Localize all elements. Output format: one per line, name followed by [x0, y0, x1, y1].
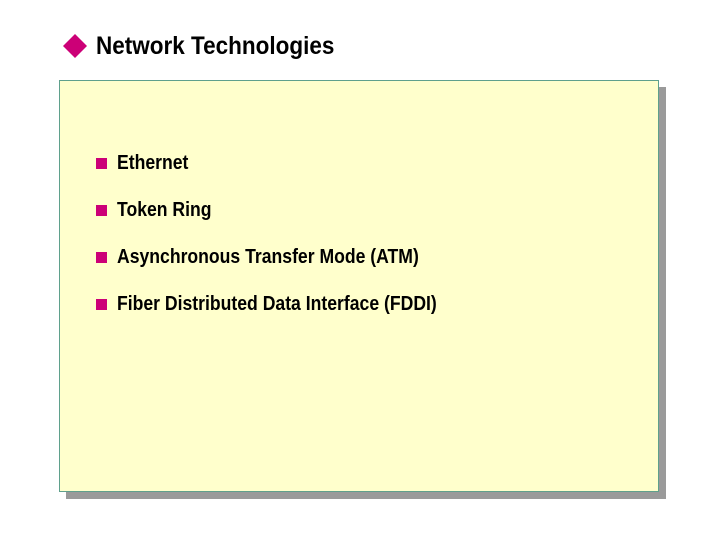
bullet-label: Fiber Distributed Data Interface (FDDI) — [117, 292, 437, 315]
square-bullet-icon — [96, 298, 107, 310]
square-bullet-icon — [96, 204, 107, 216]
bullet-label: Asynchronous Transfer Mode (ATM) — [117, 245, 419, 268]
content-panel: Ethernet Token Ring Asynchronous Transfe… — [59, 80, 659, 492]
slide-title-row: Network Technologies — [60, 28, 361, 64]
bullet-label: Token Ring — [117, 198, 212, 221]
bullet-item-atm: Asynchronous Transfer Mode (ATM) — [96, 245, 480, 269]
square-bullet-icon — [96, 251, 107, 263]
slide-title: Network Technologies — [96, 31, 335, 60]
bullet-item-ethernet: Ethernet — [96, 151, 480, 175]
diamond-bullet-icon — [63, 34, 87, 58]
bullet-item-fddi: Fiber Distributed Data Interface (FDDI) — [96, 292, 480, 316]
bullet-item-token-ring: Token Ring — [96, 198, 480, 222]
square-bullet-icon — [96, 157, 107, 169]
bullet-label: Ethernet — [117, 151, 189, 174]
bullet-list: Ethernet Token Ring Asynchronous Transfe… — [96, 151, 480, 339]
